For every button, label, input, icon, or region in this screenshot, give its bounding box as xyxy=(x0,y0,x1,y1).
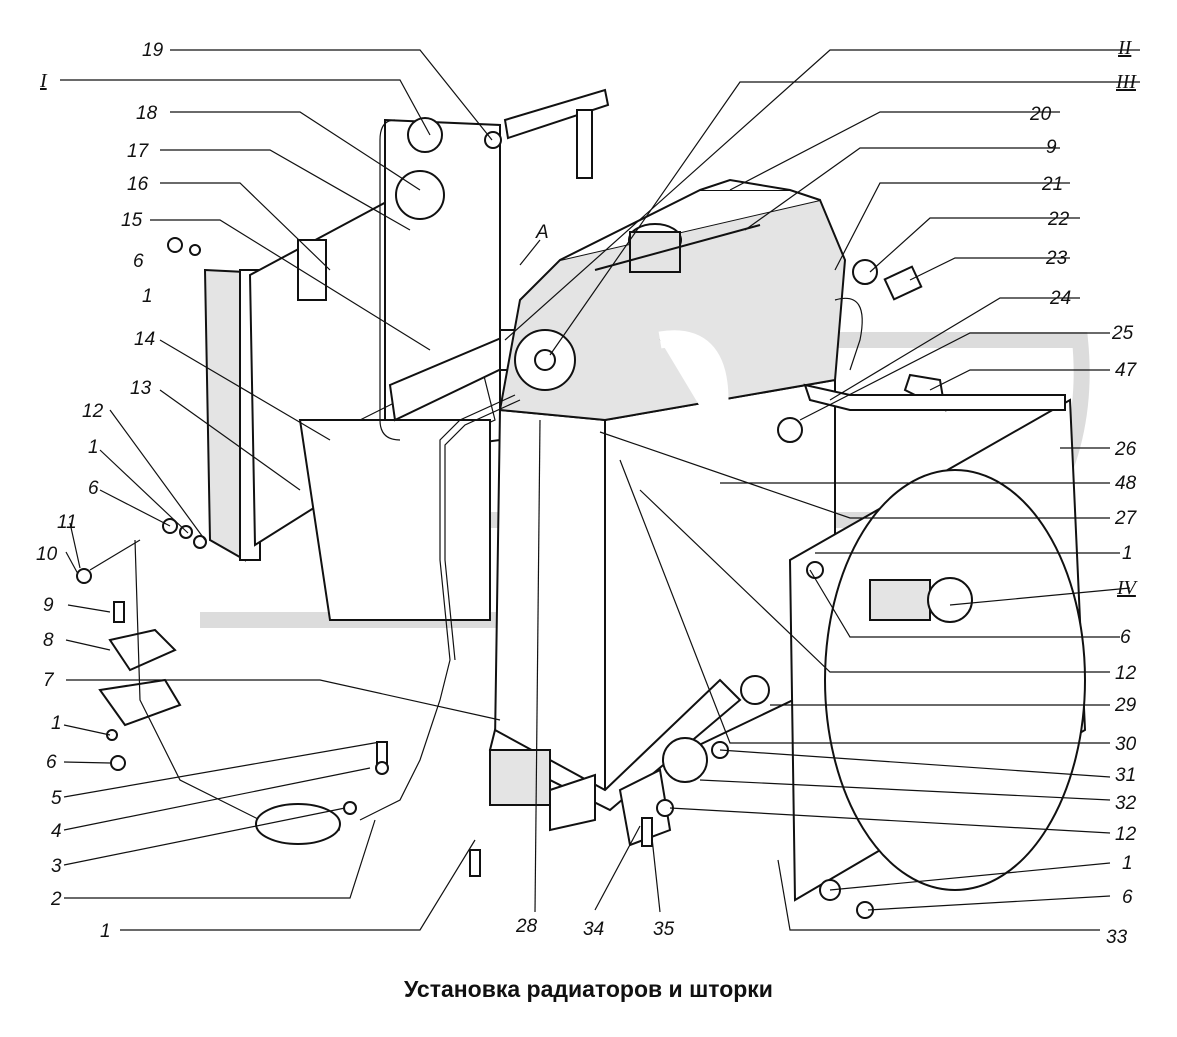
callout-2: 2 xyxy=(50,889,62,910)
callout-14: 14 xyxy=(134,329,155,350)
callout-15: 15 xyxy=(121,210,143,231)
pipes xyxy=(359,259,878,821)
fan-shroud xyxy=(788,383,1087,919)
leader-lines xyxy=(60,49,1140,931)
callout-roman-4: IV xyxy=(1116,577,1139,599)
callout-28: 28 xyxy=(515,916,538,937)
callout-12: 12 xyxy=(1115,824,1137,845)
callout-6: 6 xyxy=(133,251,144,272)
callout-3: 3 xyxy=(51,856,62,877)
callout-1: 1 xyxy=(1122,853,1133,874)
callout-a: A xyxy=(535,222,549,243)
callout-47: 47 xyxy=(1115,360,1138,381)
callout-1: 1 xyxy=(1122,543,1133,564)
mounting-parts xyxy=(76,237,389,845)
callout-48: 48 xyxy=(1115,473,1137,494)
callout-17: 17 xyxy=(127,141,150,162)
callout-9: 9 xyxy=(43,595,54,616)
callout-33: 33 xyxy=(1106,927,1128,948)
callout-23: 23 xyxy=(1045,248,1068,269)
callout-20: 20 xyxy=(1029,104,1052,125)
callout-9: 9 xyxy=(1046,137,1057,158)
callout-10: 10 xyxy=(36,544,58,565)
callout-26: 26 xyxy=(1114,439,1137,460)
callout-6: 6 xyxy=(1120,627,1131,648)
callout-31: 31 xyxy=(1115,765,1136,786)
callout-4: 4 xyxy=(51,821,62,842)
callout-19: 19 xyxy=(142,40,164,61)
bracket xyxy=(484,88,610,179)
callout-25: 25 xyxy=(1111,323,1134,344)
callout-1: 1 xyxy=(100,921,111,942)
callout-1: 1 xyxy=(88,437,99,458)
figure-caption: Установка радиаторов и шторки xyxy=(404,976,773,1002)
oil-cooler xyxy=(203,117,531,621)
callout-roman-2: II xyxy=(1117,37,1133,59)
callout-27: 27 xyxy=(1114,508,1138,529)
callout-11: 11 xyxy=(57,512,77,533)
callout-6: 6 xyxy=(46,752,57,773)
main-radiator xyxy=(488,178,847,832)
callout-34: 34 xyxy=(583,919,604,940)
callout-12: 12 xyxy=(82,401,104,422)
callout-30: 30 xyxy=(1115,734,1137,755)
callout-6: 6 xyxy=(88,478,99,499)
callout-21: 21 xyxy=(1041,174,1063,195)
callout-32: 32 xyxy=(1115,793,1137,814)
callout-24: 24 xyxy=(1049,288,1071,309)
callout-6: 6 xyxy=(1122,887,1133,908)
callout-1: 1 xyxy=(142,286,153,307)
callout-roman-1: I xyxy=(39,70,48,92)
callout-12: 12 xyxy=(1115,663,1137,684)
callout-29: 29 xyxy=(1114,695,1137,716)
callout-7: 7 xyxy=(43,670,55,691)
callout-8: 8 xyxy=(43,630,54,651)
callout-1: 1 xyxy=(51,713,62,734)
callout-16: 16 xyxy=(127,174,149,195)
callout-roman-3: III xyxy=(1115,71,1137,93)
callout-18: 18 xyxy=(136,103,158,124)
callout-22: 22 xyxy=(1047,209,1070,230)
callout-5: 5 xyxy=(51,788,62,809)
callout-labels: 19 I 18 17 16 15 6 1 14 13 12 1 6 11 10 … xyxy=(36,37,1139,948)
callout-13: 13 xyxy=(130,378,152,399)
callout-35: 35 xyxy=(653,919,675,940)
